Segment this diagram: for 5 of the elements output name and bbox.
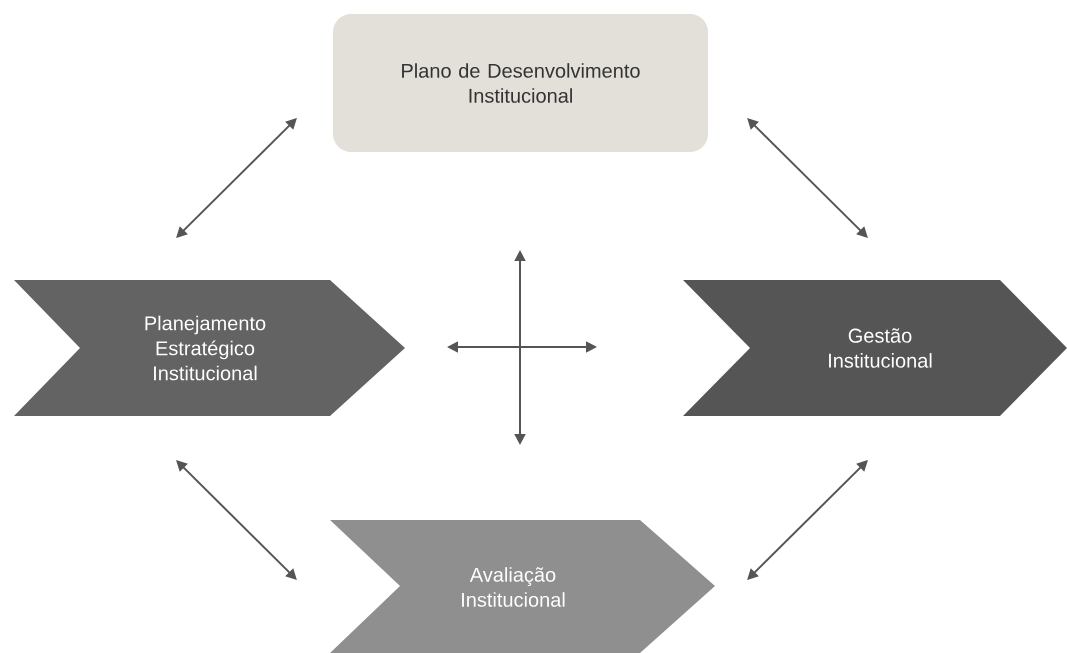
double-arrow [176,118,297,238]
rounded-box: Plano de Desenvolvimento Institucional [333,14,708,152]
double-arrow [747,460,868,580]
double-arrow [176,460,297,580]
double-arrow [747,118,868,238]
